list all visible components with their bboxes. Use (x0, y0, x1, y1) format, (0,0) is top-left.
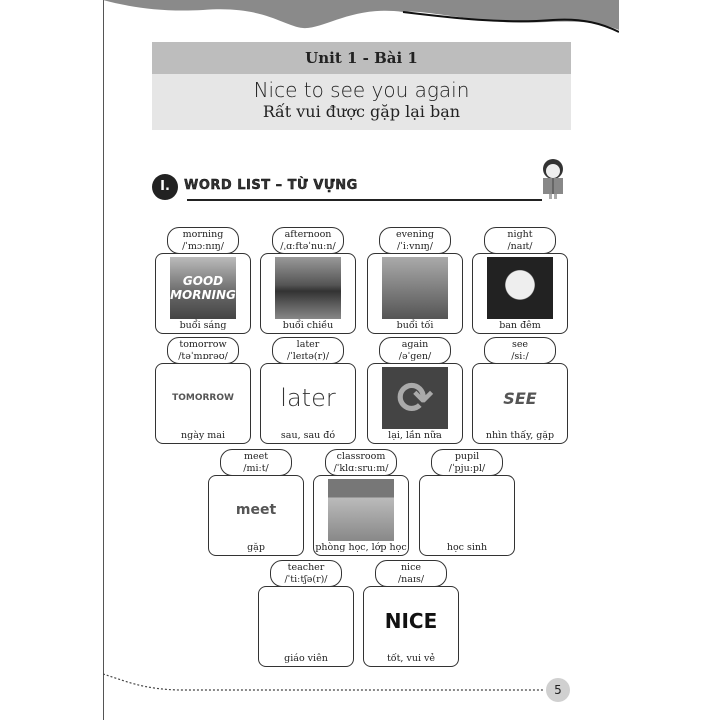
word: meet (243, 451, 269, 462)
word-label-afternoon: afternoon/ˌɑːftəˈnuːn/ (272, 227, 344, 254)
word-card-afternoon: buổi chiều (260, 253, 356, 334)
word: nice (400, 562, 422, 573)
word: afternoon (284, 229, 332, 240)
meaning: tốt, vui vẻ (386, 653, 436, 664)
afternoon-picture (275, 257, 341, 319)
meaning: sau, sau đó (280, 430, 336, 441)
word-card-teacher: giáo viên (258, 586, 354, 667)
word-card-meet: meet gặp (208, 475, 304, 556)
reading-kid-icon (543, 159, 563, 199)
tomorrow-picture: TOMORROW (172, 393, 234, 403)
night-picture (487, 257, 553, 319)
meaning: buổi tối (396, 320, 434, 331)
morning-picture: GOOD MORNING (170, 257, 236, 319)
ipa: /ˈpjuːpl/ (448, 463, 486, 474)
word-card-night: ban đêm (472, 253, 568, 334)
lesson-title-en: Nice to see you again (253, 78, 470, 102)
word-card-classroom: phòng học, lớp học (313, 475, 409, 556)
again-picture: ⟳ (382, 367, 448, 429)
meaning: học sinh (446, 542, 488, 553)
word-label-classroom: classroom/ˈklɑːsruːm/ (325, 449, 397, 476)
see-picture: SEE (503, 388, 537, 408)
classroom-picture (328, 479, 394, 541)
word: teacher (287, 562, 325, 573)
ipa: /ˈiːvnɪŋ/ (397, 241, 433, 252)
section-underline (187, 199, 542, 201)
evening-picture (382, 257, 448, 319)
meaning: buổi sáng (179, 320, 227, 331)
meaning: nhìn thấy, gặp (485, 430, 555, 441)
meaning: buổi chiều (282, 320, 334, 331)
ipa: /əˈgen/ (398, 351, 432, 362)
lesson-title-vi: Rất vui được gặp lại bạn (262, 102, 461, 121)
word-label-pupil: pupil/ˈpjuːpl/ (431, 449, 503, 476)
meaning: lại, lần nữa (388, 430, 442, 441)
page-number: 5 (546, 678, 570, 702)
word-label-again: again/əˈgen/ (379, 337, 451, 364)
section-title: WORD LIST – TỪ VỰNG (184, 178, 358, 193)
word: again (401, 339, 429, 350)
teacher-picture (273, 590, 339, 652)
word-card-tomorrow: TOMORROW ngày mai (155, 363, 251, 444)
ipa: /ˈleɪtə(r)/ (286, 351, 330, 362)
section-number: I. (152, 174, 178, 200)
ipa: /ˈmɔːnɪŋ/ (182, 241, 224, 252)
word-label-meet: meet/miːt/ (220, 449, 292, 476)
word-label-tomorrow: tomorrow/təˈmɒrəʊ/ (167, 337, 239, 364)
word-card-nice: NICE tốt, vui vẻ (363, 586, 459, 667)
word-label-morning: morning/ˈmɔːnɪŋ/ (167, 227, 239, 254)
ipa: /təˈmɒrəʊ/ (178, 351, 228, 362)
ipa: /ˈtiːtʃə(r)/ (284, 574, 328, 585)
word-label-later: later/ˈleɪtə(r)/ (272, 337, 344, 364)
word-label-nice: nice/naɪs/ (375, 560, 447, 587)
section-heading: I. WORD LIST – TỪ VỰNG (152, 172, 542, 202)
word-label-evening: evening/ˈiːvnɪŋ/ (379, 227, 451, 254)
ipa: /siː/ (511, 351, 529, 362)
ipa: /ˈklɑːsruːm/ (333, 463, 389, 474)
meaning: ban đêm (499, 320, 541, 331)
meaning: gặp (247, 542, 265, 553)
word: evening (396, 229, 434, 240)
word-label-teacher: teacher/ˈtiːtʃə(r)/ (270, 560, 342, 587)
later-picture: later (280, 384, 336, 412)
meaning: giáo viên (284, 653, 328, 664)
word-card-see: SEE nhìn thấy, gặp (472, 363, 568, 444)
word-card-later: later sau, sau đó (260, 363, 356, 444)
word: morning (182, 229, 224, 240)
word: pupil (454, 451, 480, 462)
header-wave-decoration (103, 0, 619, 33)
word: classroom (336, 451, 386, 462)
footer-dotted-line (103, 673, 543, 691)
pupil-picture (434, 479, 500, 541)
ipa: /ˌɑːftəˈnuːn/ (280, 241, 336, 252)
word-label-see: see/siː/ (484, 337, 556, 364)
word: see (511, 339, 529, 350)
meaning: phòng học, lớp học (315, 542, 407, 553)
meaning: ngày mai (181, 430, 225, 441)
unit-label: Unit 1 - Bài 1 (152, 42, 571, 74)
word-label-night: night/naɪt/ (484, 227, 556, 254)
word-card-again: ⟳lại, lần nữa (367, 363, 463, 444)
word: tomorrow (179, 339, 227, 350)
ipa: /miːt/ (243, 463, 269, 474)
word: night (507, 229, 533, 240)
ipa: /naɪt/ (507, 241, 533, 252)
word-card-pupil: học sinh (419, 475, 515, 556)
lesson-header: Unit 1 - Bài 1 Nice to see you again Rất… (152, 42, 571, 130)
nice-picture: NICE (384, 609, 438, 633)
meet-picture: meet (235, 502, 277, 518)
ipa: /naɪs/ (397, 574, 425, 585)
word-card-evening: buổi tối (367, 253, 463, 334)
word: later (296, 339, 320, 350)
